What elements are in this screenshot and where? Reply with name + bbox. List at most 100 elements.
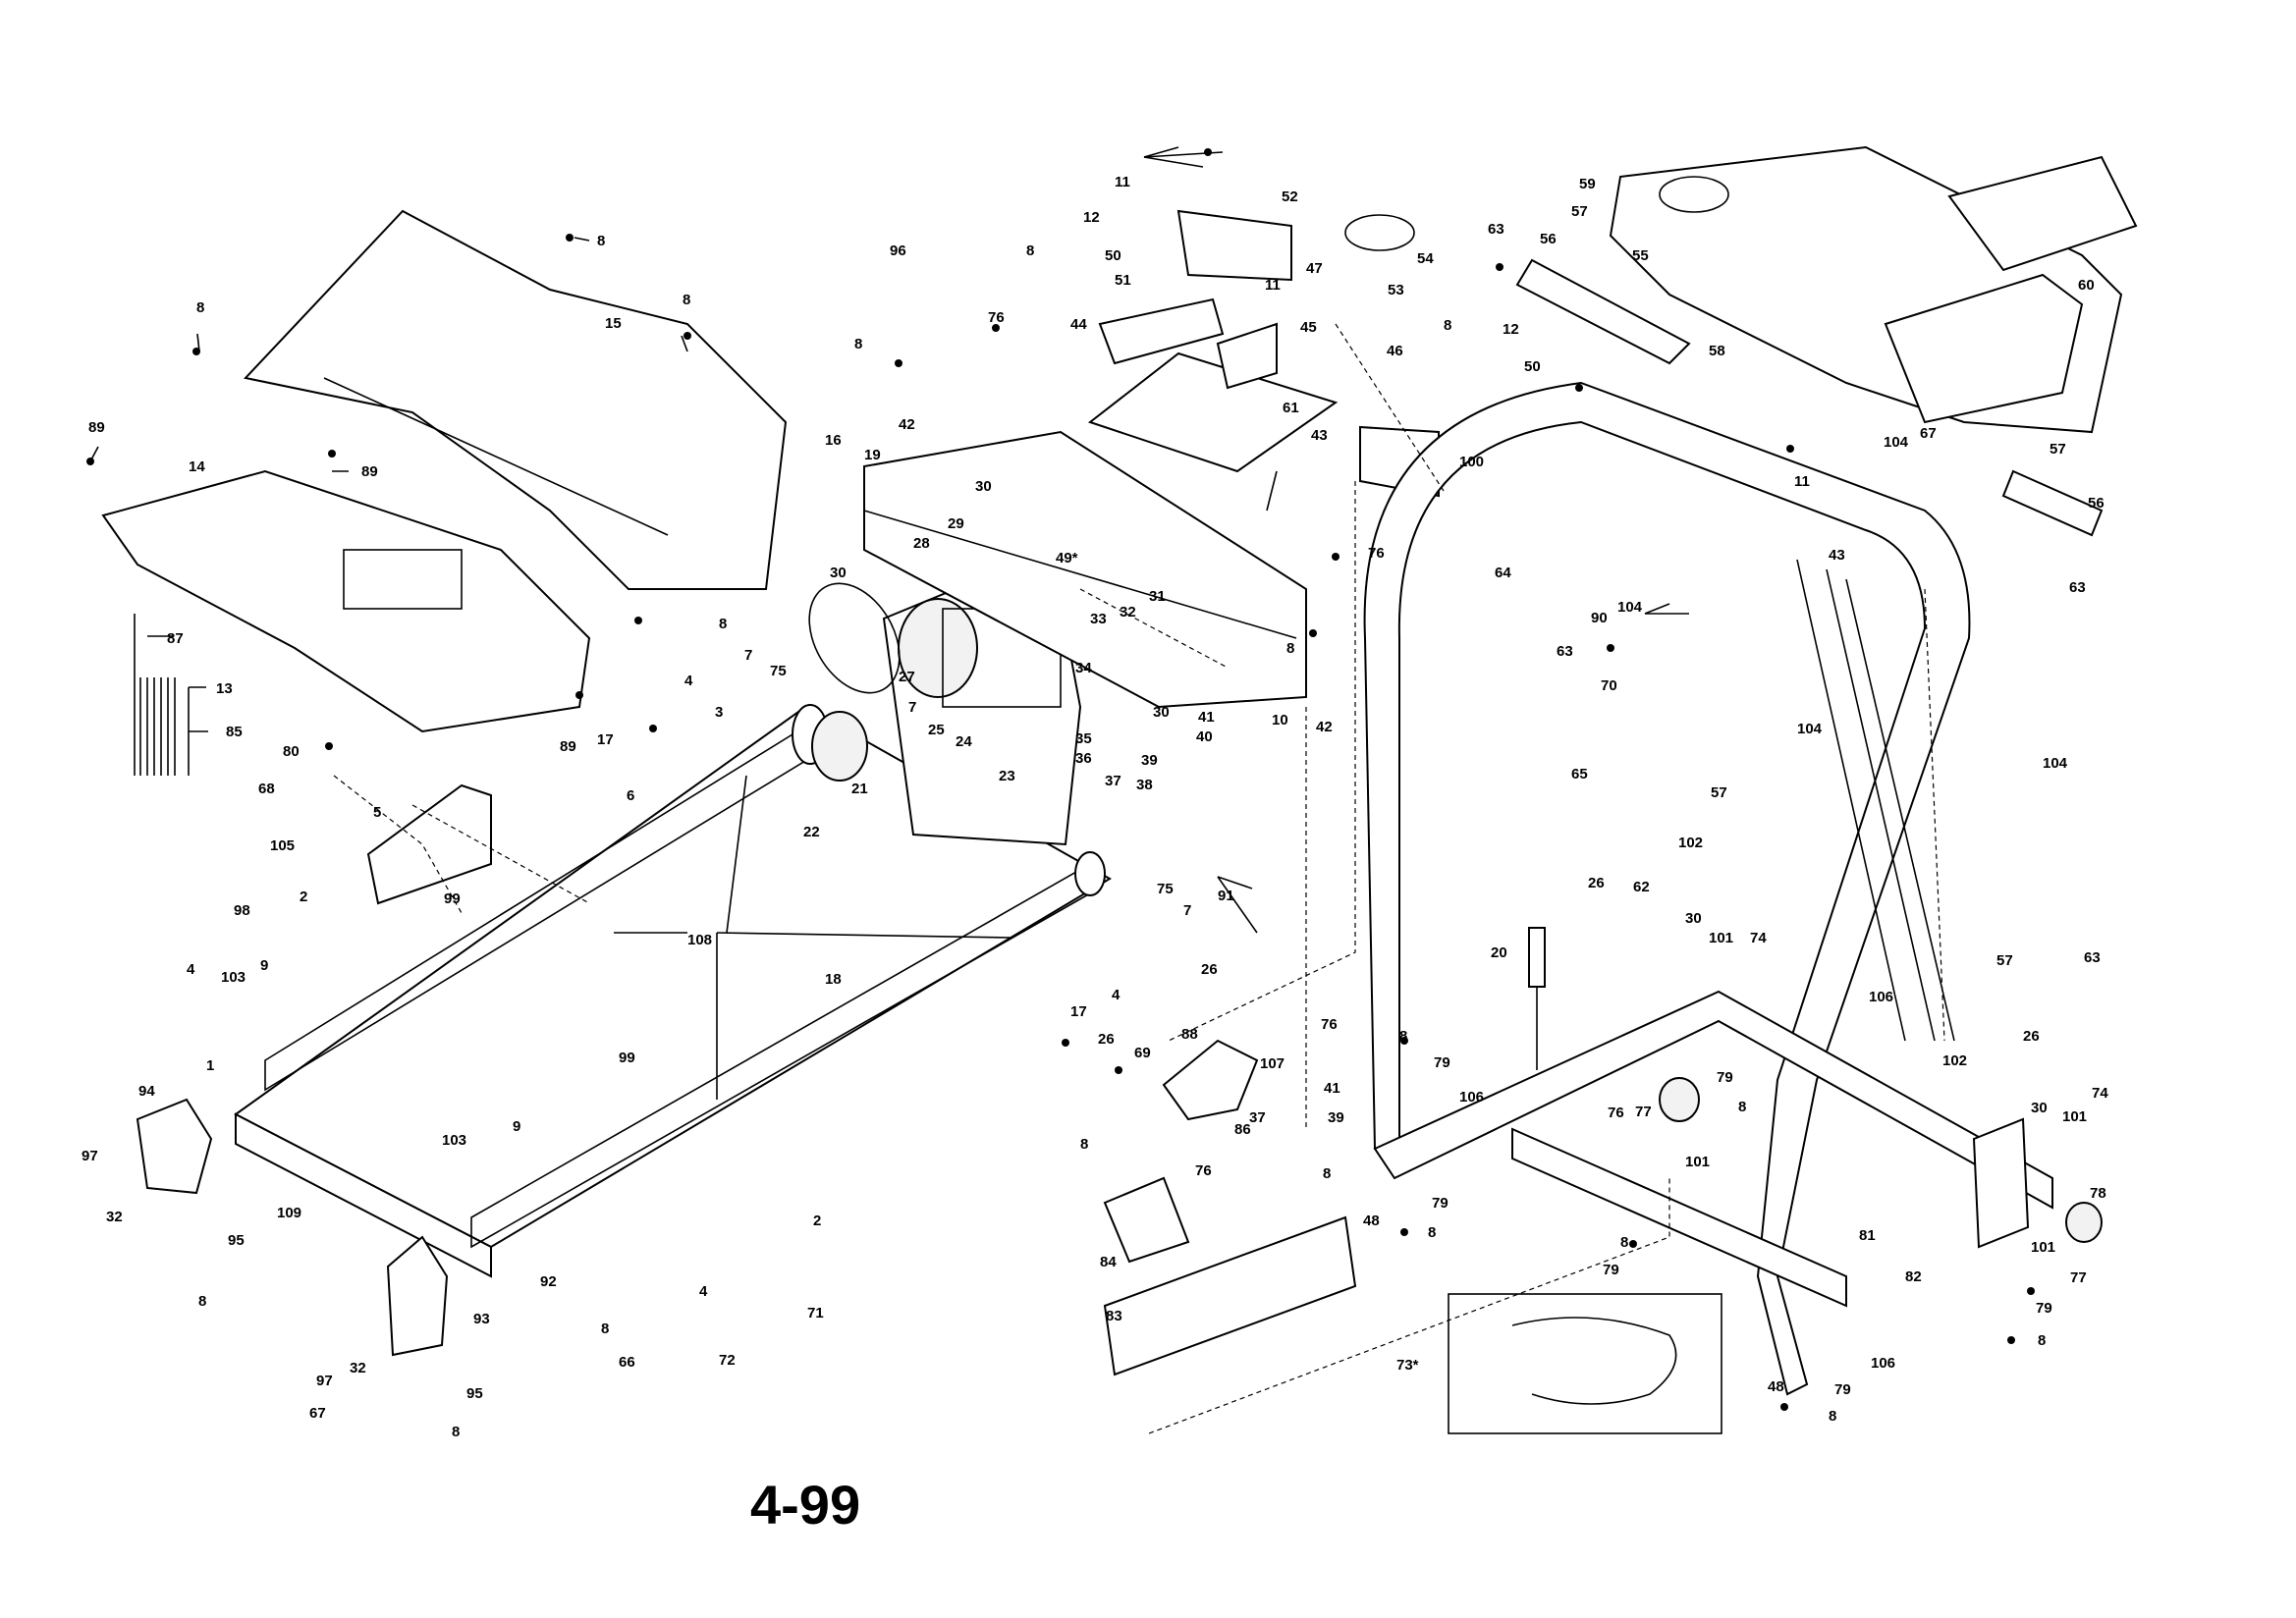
callout-104: 104 [1797, 721, 1823, 737]
part-shapes [101, 145, 2138, 1434]
callout-5: 5 [373, 804, 381, 821]
callout-96: 96 [890, 243, 906, 259]
callout-89: 89 [361, 463, 378, 480]
callout-80: 80 [283, 743, 300, 760]
callout-21: 21 [851, 781, 868, 797]
callout-95: 95 [228, 1232, 245, 1249]
callout-74: 74 [2092, 1085, 2108, 1102]
callout-2: 2 [300, 889, 307, 905]
callout-51: 51 [1115, 272, 1131, 289]
callout-101: 101 [2031, 1239, 2055, 1256]
callout-6: 6 [627, 787, 634, 804]
callout-7: 7 [744, 647, 752, 664]
callout-52: 52 [1282, 189, 1298, 205]
callout-25: 25 [928, 722, 945, 738]
callout-100: 100 [1459, 454, 1484, 470]
callout-8: 8 [597, 233, 605, 249]
callout-32: 32 [106, 1209, 123, 1225]
callout-76: 76 [1368, 545, 1385, 562]
callout-20: 20 [1491, 944, 1507, 961]
callout-10: 10 [1272, 712, 1288, 728]
callout-42: 42 [899, 416, 915, 433]
callout-92: 92 [540, 1273, 557, 1290]
callout-44: 44 [1070, 316, 1087, 333]
callout-103: 103 [442, 1132, 466, 1149]
callout-30: 30 [1153, 704, 1170, 721]
callout-1: 1 [206, 1057, 214, 1074]
callout-29: 29 [948, 515, 964, 532]
callout-93: 93 [473, 1311, 490, 1327]
callout-41: 41 [1198, 709, 1215, 726]
callout-57: 57 [1571, 203, 1588, 220]
callout-33: 33 [1090, 611, 1107, 627]
callout-27: 27 [899, 669, 915, 685]
callout-62: 62 [1633, 879, 1650, 895]
callout-57: 57 [1996, 952, 2013, 969]
callout-79: 79 [1603, 1262, 1619, 1278]
callout-32: 32 [350, 1360, 366, 1376]
callout-26: 26 [2023, 1028, 2040, 1045]
callout-24: 24 [956, 733, 972, 750]
callout-49*: 49* [1056, 550, 1078, 566]
callout-76: 76 [1608, 1105, 1624, 1121]
callout-8: 8 [198, 1293, 206, 1310]
callout-102: 102 [1942, 1052, 1967, 1069]
callout-43: 43 [1311, 427, 1328, 444]
callout-85: 85 [226, 724, 243, 740]
callout-101: 101 [1685, 1154, 1710, 1170]
callout-4: 4 [187, 961, 195, 978]
callout-23: 23 [999, 768, 1015, 784]
callout-83: 83 [1106, 1308, 1122, 1324]
callout-77: 77 [1635, 1104, 1652, 1120]
callout-14: 14 [189, 458, 205, 475]
callout-38: 38 [1136, 777, 1153, 793]
callout-56: 56 [1540, 231, 1557, 247]
callout-16: 16 [825, 432, 842, 449]
callout-9: 9 [513, 1118, 520, 1135]
callout-39: 39 [1328, 1109, 1344, 1126]
callout-18: 18 [825, 971, 842, 988]
callout-74: 74 [1750, 930, 1767, 946]
callout-12: 12 [1083, 209, 1100, 226]
callout-89: 89 [88, 419, 105, 436]
callout-84: 84 [1100, 1254, 1117, 1270]
callout-31: 31 [1149, 588, 1166, 605]
callout-8: 8 [1323, 1165, 1331, 1182]
callout-77: 77 [2070, 1269, 2087, 1286]
callout-26: 26 [1588, 875, 1605, 891]
callout-76: 76 [1321, 1016, 1338, 1033]
callout-8: 8 [1829, 1408, 1836, 1425]
callout-4: 4 [699, 1283, 708, 1300]
callout-95: 95 [466, 1385, 483, 1402]
callout-99: 99 [619, 1050, 635, 1066]
callout-30: 30 [2031, 1100, 2048, 1116]
page-number: 4-99 [750, 1474, 861, 1536]
callout-105: 105 [270, 837, 295, 854]
callout-66: 66 [619, 1354, 635, 1371]
callout-88: 88 [1181, 1026, 1198, 1043]
callout-75: 75 [1157, 881, 1174, 897]
callout-8: 8 [1738, 1099, 1746, 1115]
callout-70: 70 [1601, 677, 1617, 694]
callout-59: 59 [1579, 176, 1596, 192]
callout-11: 11 [1115, 174, 1130, 190]
callout-76: 76 [988, 309, 1005, 326]
callout-68: 68 [258, 781, 275, 797]
callout-28: 28 [913, 535, 930, 552]
callout-7: 7 [1183, 902, 1191, 919]
callout-64: 64 [1495, 565, 1511, 581]
callout-30: 30 [975, 478, 992, 495]
fastener-dots [86, 148, 2035, 1411]
callout-4: 4 [684, 673, 693, 689]
callout-19: 19 [864, 447, 881, 463]
callout-69: 69 [1134, 1045, 1151, 1061]
callout-82: 82 [1905, 1268, 1922, 1285]
callout-8: 8 [452, 1424, 460, 1440]
callout-91: 91 [1218, 888, 1234, 904]
callout-32: 32 [1120, 604, 1136, 620]
callout-8: 8 [1026, 243, 1034, 259]
callout-17: 17 [597, 731, 614, 748]
callout-63: 63 [2084, 949, 2101, 966]
callout-50: 50 [1524, 358, 1541, 375]
callout-97: 97 [316, 1373, 333, 1389]
